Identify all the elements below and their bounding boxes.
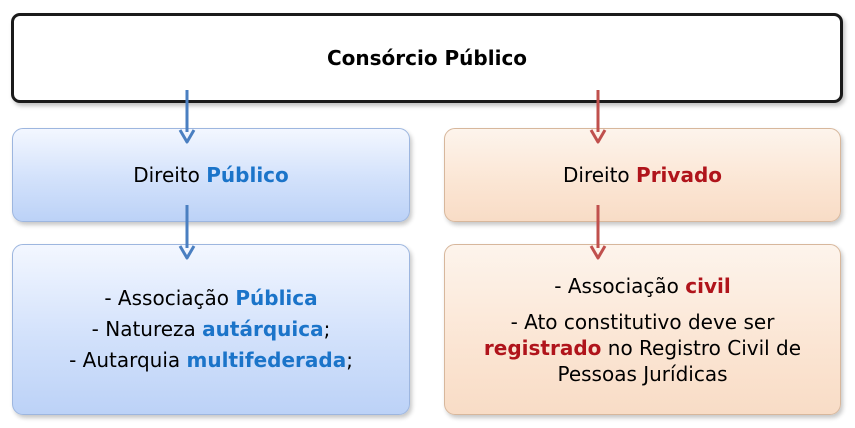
consorcio-publico-box: Consórcio Público xyxy=(11,13,843,103)
public-detail-line: - Autarquia multifederada; xyxy=(69,348,353,372)
direito-publico-label: Direito Público xyxy=(133,163,289,187)
private-detail-line: - Associação civil xyxy=(554,273,731,298)
direito-privado-box: Direito Privado xyxy=(444,128,841,222)
public-details-box: - Associação Pública - Natureza autárqui… xyxy=(12,244,410,415)
public-detail-line: - Associação Pública xyxy=(104,286,318,310)
privado-highlight: Privado xyxy=(636,163,722,187)
publico-highlight: Público xyxy=(206,163,289,187)
private-details-box: - Associação civil - Ato constitutivo de… xyxy=(444,244,841,415)
page-title: Consórcio Público xyxy=(326,46,528,70)
private-detail-line: - Ato constitutivo deve ser xyxy=(510,309,775,334)
public-detail-line: - Natureza autárquica; xyxy=(91,317,331,341)
private-detail-line: registrado no Registro Civil de xyxy=(483,335,802,360)
private-detail-line: Pessoas Jurídicas xyxy=(557,361,728,386)
direito-publico-box: Direito Público xyxy=(12,128,410,222)
direito-privado-label: Direito Privado xyxy=(562,163,722,187)
